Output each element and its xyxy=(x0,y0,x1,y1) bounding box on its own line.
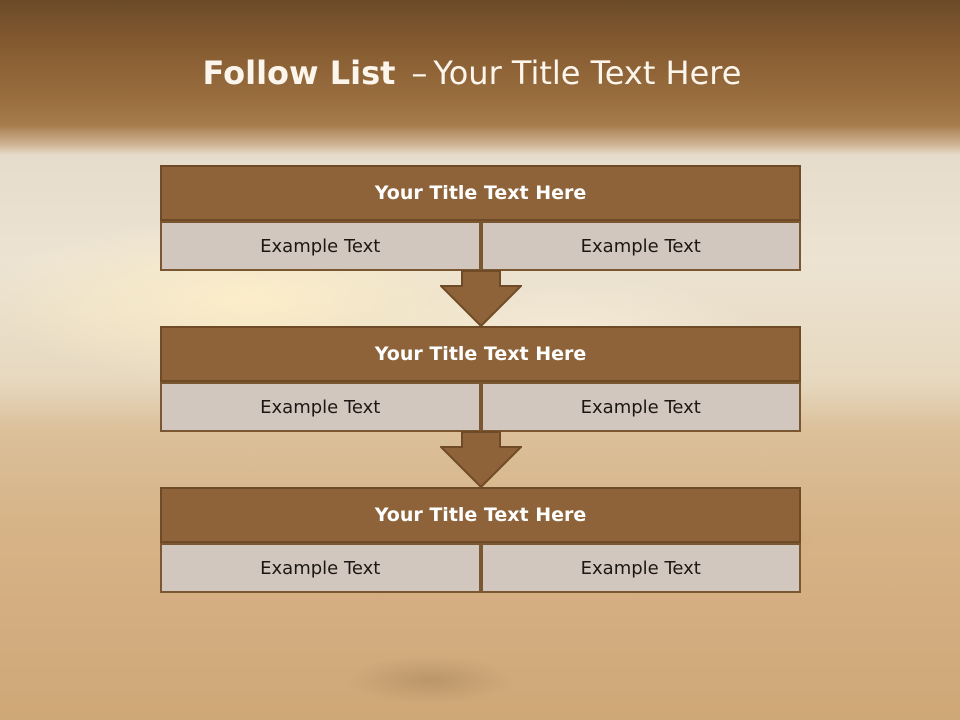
flow-block-row: Example Text Example Text xyxy=(160,221,801,271)
slide-title: Follow List–Your Title Text Here xyxy=(0,54,944,92)
flow-block-row: Example Text Example Text xyxy=(160,543,801,593)
flow-block-cell-left: Example Text xyxy=(160,221,481,271)
flow-block-title: Your Title Text Here xyxy=(160,487,801,543)
flow-block-cell-right: Example Text xyxy=(480,382,801,432)
flow-block-title: Your Title Text Here xyxy=(160,326,801,382)
flow-block-cell-right: Example Text xyxy=(480,543,801,593)
flow-block-cell-left: Example Text xyxy=(160,382,481,432)
title-bold-text: Follow List xyxy=(202,54,396,92)
flow-block-row: Example Text Example Text xyxy=(160,382,801,432)
flow-block-cell-right: Example Text xyxy=(480,221,801,271)
flow-block-2: Your Title Text Here Example Text Exampl… xyxy=(160,326,801,432)
flow-block-3: Your Title Text Here Example Text Exampl… xyxy=(160,487,801,593)
down-arrow-icon xyxy=(440,431,522,489)
title-separator: – xyxy=(411,54,428,92)
flow-block-cell-left: Example Text xyxy=(160,543,481,593)
title-subtext: Your Title Text Here xyxy=(433,54,742,92)
title-banner xyxy=(0,0,960,155)
flow-block-title: Your Title Text Here xyxy=(160,165,801,221)
down-arrow-icon xyxy=(440,270,522,328)
flow-block-1: Your Title Text Here Example Text Exampl… xyxy=(160,165,801,271)
